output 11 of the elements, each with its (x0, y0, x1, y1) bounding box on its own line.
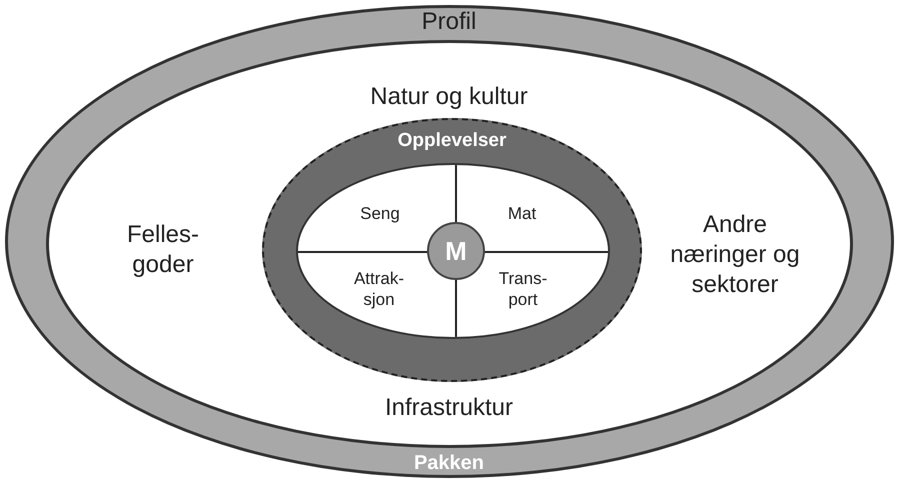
ring-label: Profil (420, 7, 478, 37)
area-label: Natur og kultur (369, 82, 529, 112)
quadrant-label: Trans- port (490, 268, 556, 314)
quadrant-label: Attrak- sjon (346, 268, 412, 314)
ring-label: Pakken (412, 451, 486, 476)
quadrant-label: Mat (482, 203, 562, 233)
quadrant-label: Seng (340, 203, 420, 233)
ring-label: Opplevelser (396, 128, 508, 153)
area-label: Infrastruktur (384, 393, 514, 423)
area-label: Felles- goder (126, 220, 200, 280)
area-label: Andre næringer og sektorer (669, 210, 801, 300)
